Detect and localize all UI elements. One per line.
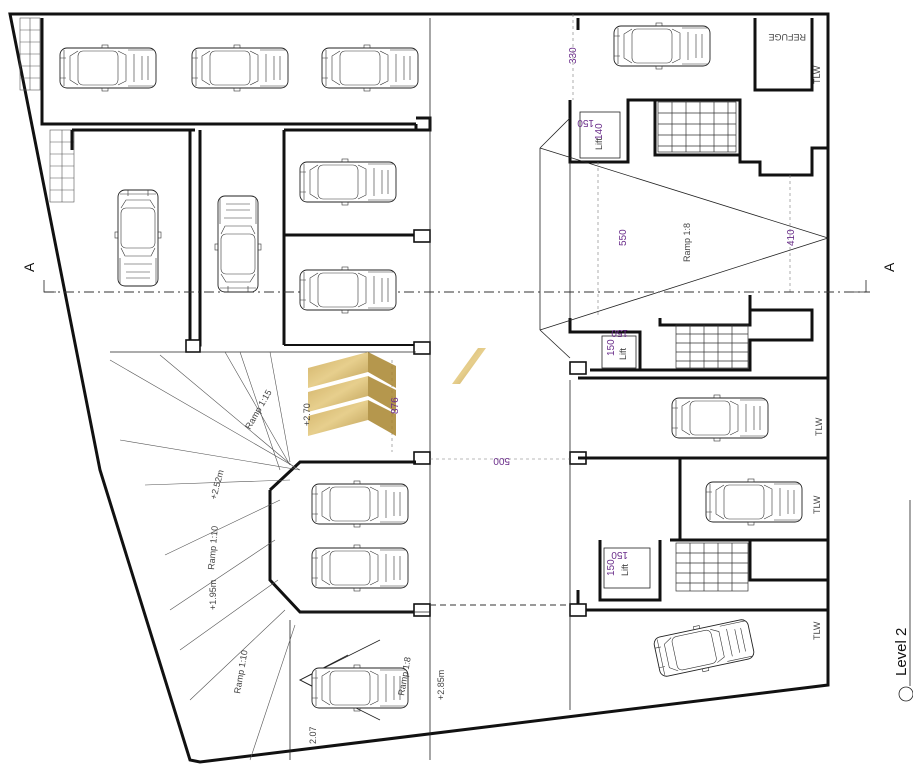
dim-876: 876	[390, 397, 401, 414]
dim-150-lift1: 150	[577, 117, 594, 128]
car-symbol	[311, 544, 409, 592]
site-boundary	[8, 12, 830, 764]
dim-150-lift3b: 150	[606, 559, 617, 576]
dim-500: 500	[493, 455, 510, 466]
car-symbol	[214, 195, 262, 293]
section-marker-left: A	[21, 262, 37, 272]
lift-label-1: Lift	[594, 137, 604, 150]
car-symbol	[653, 619, 755, 677]
logo-watermark	[308, 348, 486, 436]
lift-label-3: Lift	[620, 563, 630, 576]
lift-label-2: Lift	[618, 347, 628, 360]
dim-150-lift3a: 150	[611, 549, 628, 560]
parked-cars	[59, 22, 803, 712]
section-marker-right: A	[881, 262, 897, 272]
stair-core-1	[657, 101, 737, 153]
car-symbol	[299, 158, 397, 206]
level-195-label: +1.95m	[208, 580, 218, 610]
main-ramp	[539, 117, 830, 359]
tlw-label-3: TLW	[812, 495, 822, 514]
lift-boxes	[579, 111, 651, 589]
dim-150-lift2b: 150	[606, 339, 617, 356]
ramp-main-label: Ramp 1:8	[682, 223, 692, 262]
level-252-label: +2.52m	[208, 469, 225, 501]
left-parking-walls	[40, 18, 432, 760]
car-symbol	[705, 478, 803, 526]
title-block: Level 2	[893, 500, 913, 702]
dimension-lines	[391, 14, 791, 606]
dim-140-lift1: 140	[594, 123, 605, 140]
car-symbol	[321, 44, 419, 92]
car-symbol	[299, 266, 397, 314]
car-symbol	[114, 189, 162, 287]
ramp-8-small-label: Ramp 1:8	[396, 656, 413, 696]
center-walls	[268, 451, 431, 760]
section-line	[43, 280, 870, 293]
car-symbol	[311, 480, 409, 528]
small-270-label: +2.70	[302, 403, 312, 426]
curved-ramp	[109, 351, 301, 761]
stair-core-2	[675, 324, 749, 369]
tlw-label-2: TLW	[814, 417, 824, 436]
car-symbol	[191, 44, 289, 92]
ramp-15-label: Ramp 1:15	[243, 388, 274, 431]
dim-330: 330	[568, 47, 579, 64]
small-207-label: 2.07	[308, 726, 318, 744]
dim-550: 550	[618, 229, 629, 246]
car-symbol	[671, 394, 769, 442]
car-symbol	[59, 44, 157, 92]
refuge-label: REFUGE	[768, 32, 806, 42]
dim-150-lift2a: 150	[611, 327, 628, 338]
right-core-walls	[568, 18, 828, 710]
stair-core-3	[675, 542, 749, 592]
tlw-label-4: TLW	[812, 621, 822, 640]
section-markers: A A	[21, 262, 897, 272]
level-285-label: +2.85m	[436, 670, 446, 700]
ramp-10-label: Ramp 1:10	[206, 525, 220, 570]
ramp-10b-label: Ramp 1:10	[232, 649, 249, 694]
level-title: Level 2	[893, 628, 910, 676]
car-symbol	[311, 664, 409, 712]
car-symbol	[613, 22, 711, 70]
dim-410: 410	[786, 229, 797, 246]
hatch-top-left	[19, 17, 75, 203]
dimension-texts: 330 150 140 550 410 150 150 500 876 150 …	[390, 47, 797, 576]
tlw-label-1: TLW	[812, 65, 822, 84]
